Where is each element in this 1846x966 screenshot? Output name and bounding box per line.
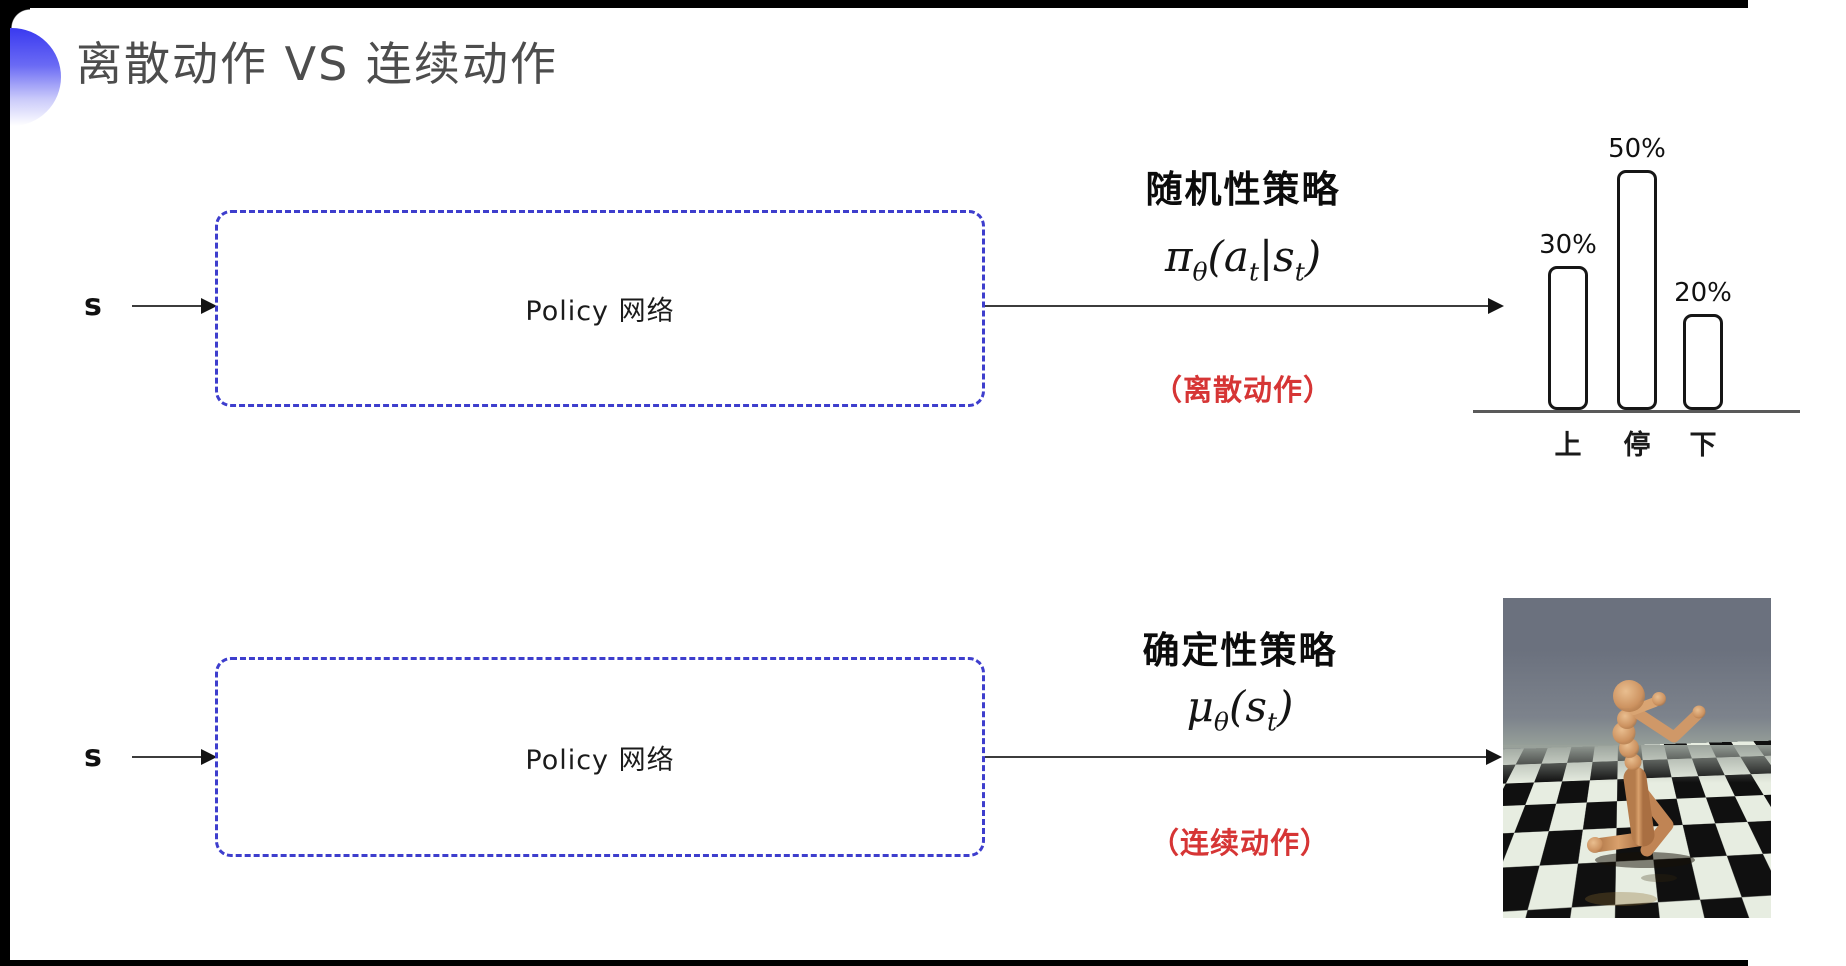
action-probability-chart: 30% 50% 20% 上 停 下 — [1473, 105, 1800, 465]
frame-strip-bottom — [0, 960, 1748, 966]
formula-subscript-t: t — [1267, 707, 1277, 736]
arrow-state-to-policy-top — [132, 305, 202, 307]
bar-value-label: 30% — [1539, 230, 1597, 260]
policy-type-title-bottom: 确定性策略 — [1085, 620, 1395, 674]
policy-network-label-bottom: Policy 网络 — [525, 738, 674, 777]
policy-network-box-top: Policy 网络 — [215, 210, 985, 407]
policy-type-title-top: 随机性策略 — [1088, 159, 1398, 213]
chart-bar — [1548, 266, 1588, 410]
formula-subscript-theta: θ — [1214, 707, 1229, 736]
formula-state-var: s — [1245, 682, 1267, 731]
category-label-down: 下 — [1661, 423, 1745, 462]
policy-network-label-top: Policy 网络 — [525, 289, 674, 328]
chart-column-down: 20% — [1661, 278, 1745, 410]
formula-conditional-bar: | — [1259, 232, 1273, 281]
chart-bar — [1617, 170, 1657, 410]
action-type-note-top: （离散动作） — [1088, 367, 1398, 409]
formula-subscript-t2: t — [1295, 257, 1305, 286]
bar-value-label: 50% — [1608, 134, 1666, 164]
bar-value-label: 20% — [1674, 278, 1732, 308]
action-type-note-bottom: （连续动作） — [1085, 820, 1395, 862]
frame-strip-left — [0, 0, 10, 966]
frame-corner — [10, 8, 30, 28]
chart-bar — [1683, 314, 1723, 410]
chart-baseline — [1473, 410, 1800, 413]
formula-close-paren: ) — [1305, 232, 1321, 281]
formula-close-paren: ) — [1277, 682, 1293, 731]
formula-subscript-theta: θ — [1192, 257, 1207, 286]
state-input-label-bottom: s — [84, 739, 102, 774]
formula-action-var: a — [1224, 232, 1249, 281]
arrow-policy-to-output-bottom — [985, 756, 1487, 758]
humanoid-simulation-image — [1503, 598, 1771, 918]
policy-formula-bottom: μθ(st) — [1085, 682, 1395, 736]
arrow-policy-to-output-top — [985, 305, 1489, 307]
slide-title: 离散动作 VS 连续动作 — [76, 28, 558, 94]
frame-strip-top — [0, 0, 1748, 8]
formula-symbol: μ — [1187, 682, 1214, 731]
state-input-label-top: s — [84, 288, 102, 323]
humanoid-robot-figure — [1503, 598, 1771, 918]
formula-state-var: s — [1273, 232, 1295, 281]
formula-symbol: π — [1165, 232, 1193, 281]
policy-formula-top: πθ(at|st) — [1088, 232, 1398, 286]
policy-network-box-bottom: Policy 网络 — [215, 657, 985, 857]
formula-subscript-t: t — [1249, 257, 1259, 286]
formula-open-paren: ( — [1208, 232, 1224, 281]
formula-open-paren: ( — [1229, 682, 1245, 731]
arrow-state-to-policy-bottom — [132, 756, 202, 758]
